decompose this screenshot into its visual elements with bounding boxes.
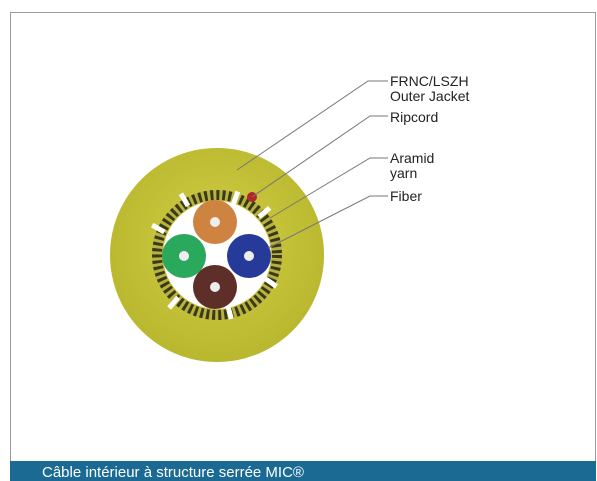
label-aramid-line-1: Aramid (390, 150, 435, 166)
leader-fiber (267, 195, 388, 249)
caption-text: Câble intérieur à structure serrée MIC® (42, 464, 304, 481)
label-ripcord-line-1: Ripcord (390, 109, 439, 125)
fiber-blue (227, 234, 271, 278)
inner-buffer (163, 201, 271, 309)
label-aramid-yarn: Aramid yarn (390, 151, 434, 181)
label-aramid-line-2: yarn (390, 165, 418, 181)
leader-outer-jacket (236, 80, 388, 171)
label-ripcord: Ripcord (390, 110, 438, 125)
label-outer-jacket-line-2: Outer Jacket (390, 88, 470, 104)
label-fiber-line-1: Fiber (390, 188, 422, 204)
fiber-green (162, 234, 206, 278)
aramid-yarn-stripes (152, 190, 282, 320)
aramid-gaps (150, 190, 278, 320)
leader-ripcord (251, 115, 388, 198)
leader-aramid (269, 157, 388, 219)
caption-bar: Câble intérieur à structure serrée MIC® (10, 461, 596, 481)
label-outer-jacket: FRNC/LSZH Outer Jacket (390, 74, 469, 104)
label-fiber: Fiber (390, 189, 422, 204)
label-outer-jacket-line-1: FRNC/LSZH (390, 73, 469, 89)
fiber-orange (193, 200, 237, 244)
fiber-brown (193, 265, 237, 309)
